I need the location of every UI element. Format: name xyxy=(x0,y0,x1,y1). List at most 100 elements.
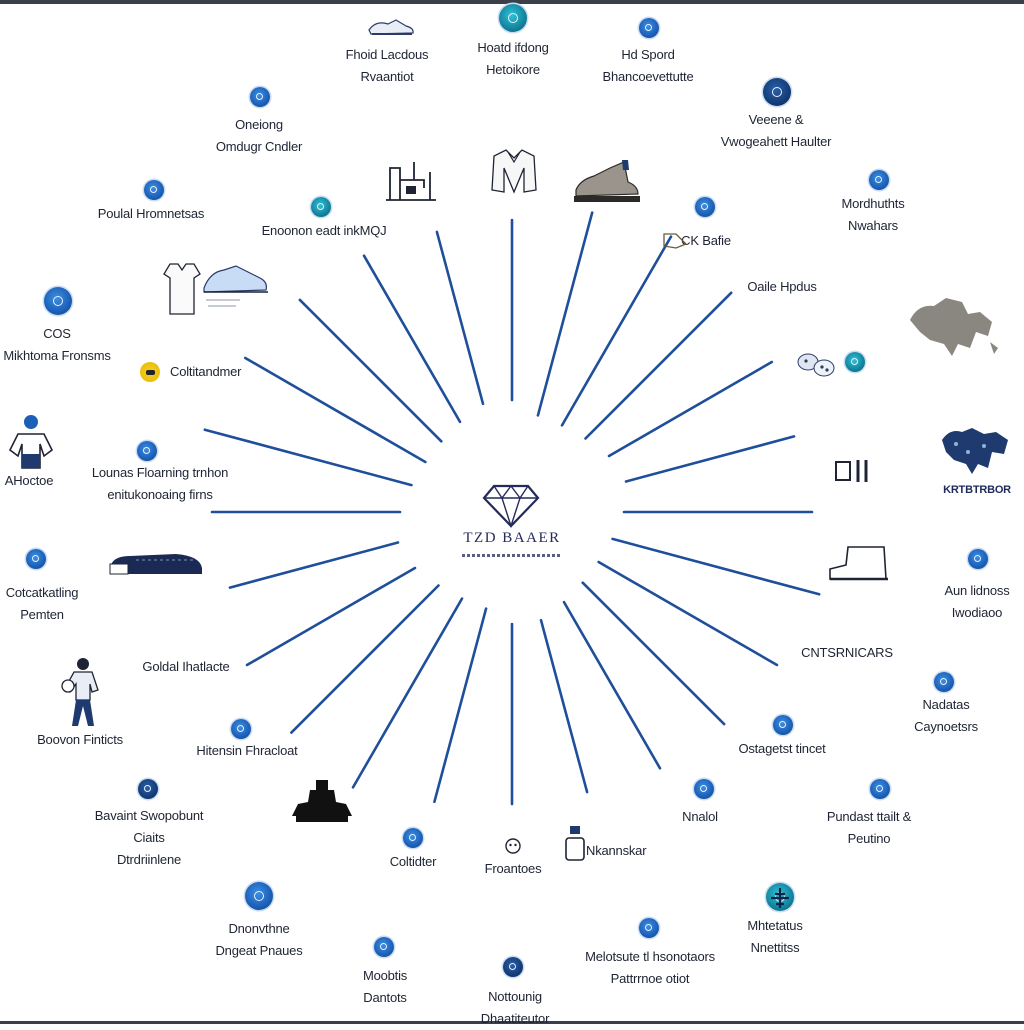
sneaker-icon xyxy=(368,19,414,35)
hub-subtitle-mark xyxy=(462,554,562,557)
ray-line xyxy=(536,211,594,417)
node-dot-icon xyxy=(773,715,793,735)
node-dot-icon xyxy=(763,78,791,106)
node-dot-icon xyxy=(144,180,164,200)
ray-line xyxy=(228,541,400,589)
bottle-icon xyxy=(565,826,585,861)
world-map-icon xyxy=(910,298,998,356)
node-label: Coltitandmer xyxy=(170,364,242,379)
node-label: AHoctoe xyxy=(4,473,54,488)
boot-icon xyxy=(574,160,640,202)
node-dot-icon xyxy=(934,672,954,692)
ray-line xyxy=(584,291,733,440)
node-label: Boovon Finticts xyxy=(37,732,123,747)
node-dot-icon xyxy=(968,549,988,569)
ray-line xyxy=(245,566,417,667)
node-dot-icon xyxy=(374,937,394,957)
top-border xyxy=(0,0,1024,4)
ray-line xyxy=(581,581,726,726)
small-tag-icon xyxy=(663,233,688,249)
node-dot-icon xyxy=(311,197,331,217)
ray-line xyxy=(298,298,443,443)
jacket-icon xyxy=(491,149,537,194)
ray-line xyxy=(290,584,440,734)
node-label: Enoonon eadt inkMQJ xyxy=(261,223,387,238)
node-dot-icon xyxy=(695,197,715,217)
node-label: KRTBTRBOR xyxy=(943,484,1011,496)
node-dot-icon xyxy=(138,779,158,799)
node-label: Oaile Hpdus xyxy=(747,279,817,294)
node-dot-icon xyxy=(499,4,527,32)
node-label: Goldal Ihatlacte xyxy=(142,659,230,674)
ray-line xyxy=(433,607,488,804)
node-dot-icon xyxy=(639,18,659,38)
node-label: Hitensin Fhracloat xyxy=(196,743,298,758)
ray-line xyxy=(203,428,413,487)
node-dot-icon xyxy=(140,362,160,382)
node-dot-icon xyxy=(870,779,890,799)
node-label: Poulal Hromnetsas xyxy=(97,206,205,221)
ray-line xyxy=(435,230,485,406)
node-dot-icon xyxy=(845,352,865,372)
ray-line xyxy=(607,360,774,458)
node-dot-icon xyxy=(231,719,251,739)
ray-line xyxy=(539,618,589,794)
node-label: Ostagetst tincet xyxy=(738,741,826,756)
ray-line xyxy=(562,600,662,770)
ankle-boot-outline-icon xyxy=(829,546,888,581)
node-label: Nnalol xyxy=(682,809,718,824)
box-label-icon xyxy=(835,460,868,482)
ray-line xyxy=(244,356,427,464)
node-dot-icon xyxy=(250,87,270,107)
shirt-and-shoe-icon xyxy=(163,263,268,315)
node-label: Veeene &Vwogeahett Haulter xyxy=(720,112,832,149)
node-label: CK Bafie xyxy=(681,233,731,248)
ray-line xyxy=(624,435,796,483)
bottom-border xyxy=(0,1021,1024,1024)
loafer-shoe-icon xyxy=(109,554,202,575)
blue-world-map-icon xyxy=(942,428,1008,474)
hub-title: TZD BAAER xyxy=(463,530,561,546)
node-dot-icon xyxy=(26,549,46,569)
node-label: Pundast ttailt &Peutino xyxy=(826,809,912,846)
node-dot-icon xyxy=(44,287,72,315)
airplane-icon xyxy=(771,888,789,908)
fashion-model-icon xyxy=(61,658,99,726)
node-dot-icon xyxy=(503,957,523,977)
node-label: Froantoes xyxy=(484,861,542,876)
node-label: Nkannskar xyxy=(586,843,647,858)
node-dot-icon xyxy=(403,828,423,848)
node-dot-icon xyxy=(245,882,273,910)
node-dot-icon xyxy=(869,170,889,190)
diamond-icon xyxy=(482,484,540,528)
ray-line xyxy=(560,235,673,427)
person-figure-icon xyxy=(8,415,54,469)
small-ornament-icon xyxy=(505,838,521,854)
node-dot-icon xyxy=(694,779,714,799)
node-label: CNTSRNICARS xyxy=(801,645,893,660)
node-label: Coltidter xyxy=(389,854,437,869)
sewing-machine-icon xyxy=(386,162,436,201)
ray-line xyxy=(597,560,779,667)
node-dot-icon xyxy=(137,441,157,461)
fabric-swatch-icon xyxy=(797,353,835,377)
ray-line xyxy=(611,537,821,596)
